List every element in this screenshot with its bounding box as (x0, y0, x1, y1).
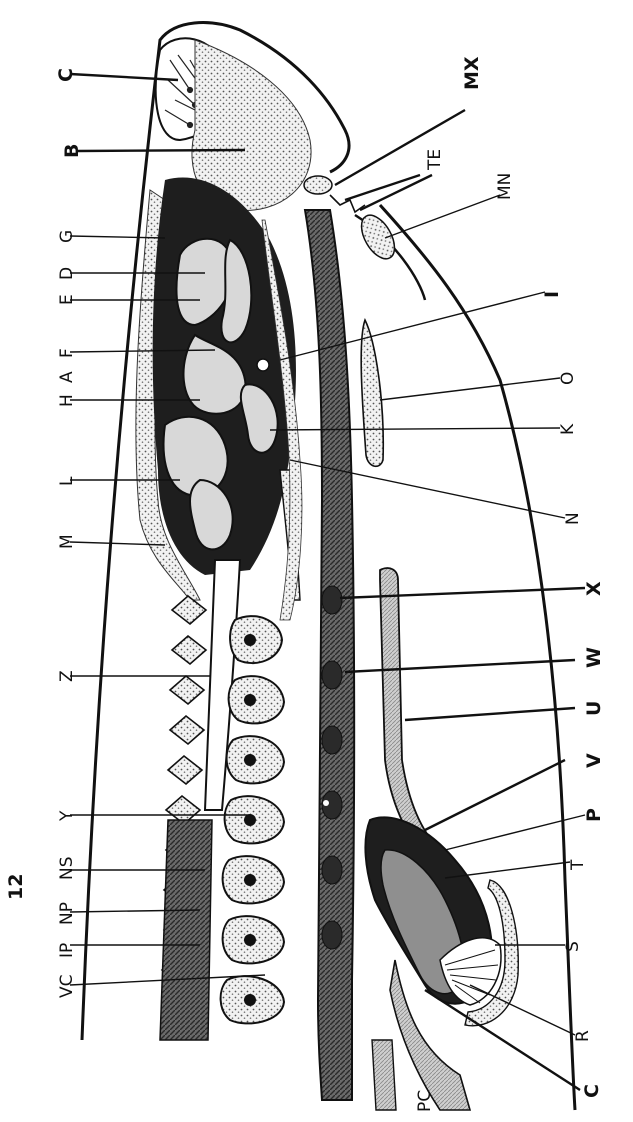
label-R: R (573, 1030, 593, 1042)
label-V: V (583, 753, 605, 768)
label-NP: NP (57, 902, 77, 925)
label-F: F (57, 348, 77, 358)
label-W: W (583, 647, 605, 668)
heart-tube (380, 568, 440, 860)
mandible-cartilage (355, 210, 402, 265)
label-A: A (57, 371, 77, 383)
gut-highlight (323, 800, 329, 806)
label-M: M (57, 534, 77, 549)
label-H: H (57, 394, 77, 407)
label-O: O (558, 372, 578, 385)
label-IP: IP (57, 943, 77, 958)
label-N: N (563, 512, 583, 525)
label-U: U (583, 701, 605, 716)
label-T: T (568, 859, 588, 871)
label-D: D (57, 267, 77, 280)
label-P: P (583, 808, 605, 822)
thyroid-body (361, 320, 383, 466)
label-C-bottom: C (581, 1084, 603, 1098)
label-K: K (558, 423, 578, 435)
label-X: X (583, 581, 605, 596)
brain-vesicle-dot (257, 359, 269, 371)
label-VC: VC (57, 975, 77, 999)
label-S: S (563, 941, 583, 952)
label-TE: TE (425, 149, 445, 171)
label-Y: Y (57, 810, 77, 822)
label-L: L (57, 476, 77, 486)
label-MX: MX (461, 56, 483, 90)
vertebral-column-body (160, 820, 212, 1040)
label-Z: Z (57, 670, 77, 682)
maxilla-cartilage (304, 176, 332, 194)
label-I: I (541, 291, 563, 298)
label-header-fragment: 12 (5, 874, 27, 900)
label-G-bold: C (55, 68, 77, 82)
posterior-cardinal-vessel (372, 1040, 396, 1110)
label-MN: MN (495, 173, 515, 200)
label-G: G (57, 230, 77, 243)
label-E: E (57, 294, 77, 305)
label-NS: NS (57, 856, 77, 880)
label-PC: PC (415, 1090, 435, 1112)
label-B: B (61, 144, 83, 158)
